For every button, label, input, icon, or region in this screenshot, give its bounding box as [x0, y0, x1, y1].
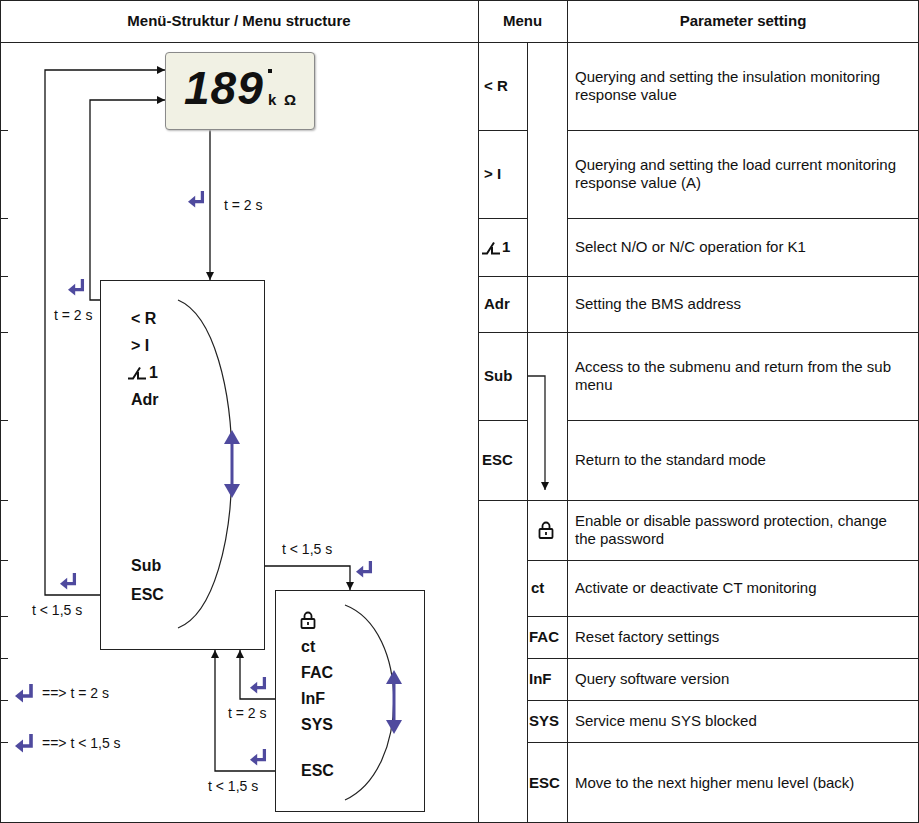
menu-item: > I [131, 336, 149, 356]
menu-code: Adr [484, 276, 527, 332]
parameter-description: Service menu SYS blocked [575, 700, 913, 742]
timing-label: t < 1,5 s [280, 541, 334, 557]
enter-key-icon [250, 677, 264, 694]
menu-transition-arrow [240, 650, 275, 699]
menu-item: < R [131, 309, 156, 329]
menu-item: 1 [149, 363, 158, 383]
menu-item: Adr [131, 390, 159, 410]
enter-key-icon [68, 279, 82, 296]
menu-code: Sub [484, 332, 527, 420]
submenu-bracket-arrow [528, 376, 545, 490]
menu-code: FAC [529, 616, 567, 658]
column-header: Menü-Struktur / Menu structure [0, 0, 478, 42]
display-value: 189 [184, 63, 264, 113]
enter-key-icon [188, 191, 202, 208]
submenu-box: ctFAC InF SYS ESC [275, 590, 425, 812]
lock-icon [540, 523, 553, 539]
lcd-dot [268, 69, 272, 73]
menu-code: InF [529, 658, 567, 700]
menu-code: ESC [529, 742, 567, 823]
parameter-description: Activate or deactivate CT monitoring [575, 560, 913, 616]
main-menu-box: < R > I1AdrSubESC [100, 280, 265, 650]
menu-item: ESC [301, 761, 334, 781]
enter-key-icon [15, 733, 35, 753]
parameter-description: Select N/O or N/C operation for K1 [575, 218, 913, 276]
menu-item: FAC [301, 663, 333, 683]
display-unit: k [268, 91, 276, 109]
menu-transition-arrow [45, 70, 165, 595]
parameter-description: Setting the BMS address [575, 276, 913, 332]
menu-code: > I [484, 130, 527, 218]
parameter-description: Reset factory settings [575, 616, 913, 658]
menu-item: InF [301, 689, 325, 709]
lock-icon [302, 613, 315, 629]
parameter-description: Enable or disable password protection, c… [575, 500, 913, 560]
timing-label: t < 1,5 s [30, 602, 84, 618]
enter-key-icon [356, 561, 370, 578]
menu-code: < R [484, 42, 527, 130]
enter-key-icon [15, 684, 31, 703]
submenu-cycle-arc [345, 605, 394, 800]
menu-transition-arrow [215, 650, 275, 771]
menu-item: ESC [131, 585, 164, 605]
lcd-display: 189kΩ [165, 52, 315, 130]
menu-item: ct [301, 637, 315, 657]
enter-key-icon [15, 734, 31, 753]
menu-cycle-arc [178, 300, 232, 628]
parameter-description: Access to the submenu and return from th… [575, 332, 913, 420]
menu-item: Sub [131, 556, 161, 576]
legend-text: ==> t < 1,5 s [42, 735, 121, 751]
legend-text: ==> t = 2 s [42, 685, 109, 701]
relay-symbol [128, 368, 146, 379]
timing-label: t = 2 s [52, 307, 95, 323]
display-unit: Ω [284, 91, 296, 109]
menu-transition-arrow [265, 566, 350, 590]
relay-symbol [482, 243, 500, 254]
menu-item: SYS [301, 715, 333, 735]
parameter-description: Query software version [575, 658, 913, 700]
timing-label: t = 2 s [222, 197, 265, 213]
enter-key-icon [15, 683, 35, 703]
scroll-arrows [224, 430, 240, 498]
menu-code: ct [531, 560, 567, 616]
enter-key-icon [250, 749, 264, 766]
column-header: Parameter setting [567, 0, 919, 42]
parameter-description: Return to the standard mode [575, 420, 913, 500]
column-header: Menu [478, 0, 567, 42]
menu-transition-arrow [209, 130, 210, 280]
menu-code: ESC [482, 420, 527, 500]
timing-label: t < 1,5 s [206, 778, 260, 794]
menu-code: 1 [502, 218, 527, 276]
parameter-description: Move to the next higher menu level (back… [575, 742, 913, 823]
menu-transition-arrow [90, 100, 165, 300]
timing-label: t = 2 s [226, 705, 269, 721]
menu-code: SYS [529, 700, 567, 742]
scroll-arrows [386, 670, 402, 734]
parameter-description: Querying and setting the load current mo… [575, 130, 913, 218]
enter-key-icon [60, 573, 74, 590]
parameter-description: Querying and setting the insulation moni… [575, 42, 913, 130]
